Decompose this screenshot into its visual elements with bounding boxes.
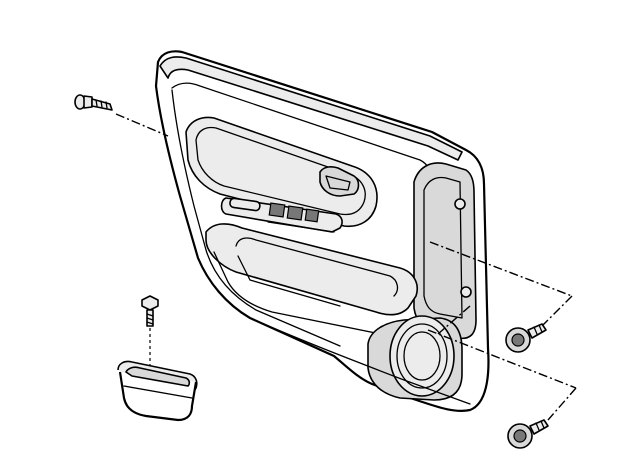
push-retainer bbox=[74, 94, 113, 111]
door-trim-panel bbox=[154, 50, 490, 412]
door-handle-bezel bbox=[319, 166, 360, 197]
switch-bezel bbox=[220, 197, 343, 233]
trim-screw-lower-left bbox=[141, 295, 159, 327]
armrest bbox=[205, 223, 418, 339]
speaker-grille bbox=[367, 315, 463, 401]
pull-cup bbox=[117, 360, 198, 422]
trim-screw-right-upper bbox=[505, 323, 547, 353]
trim-screw-right-lower bbox=[507, 419, 549, 449]
